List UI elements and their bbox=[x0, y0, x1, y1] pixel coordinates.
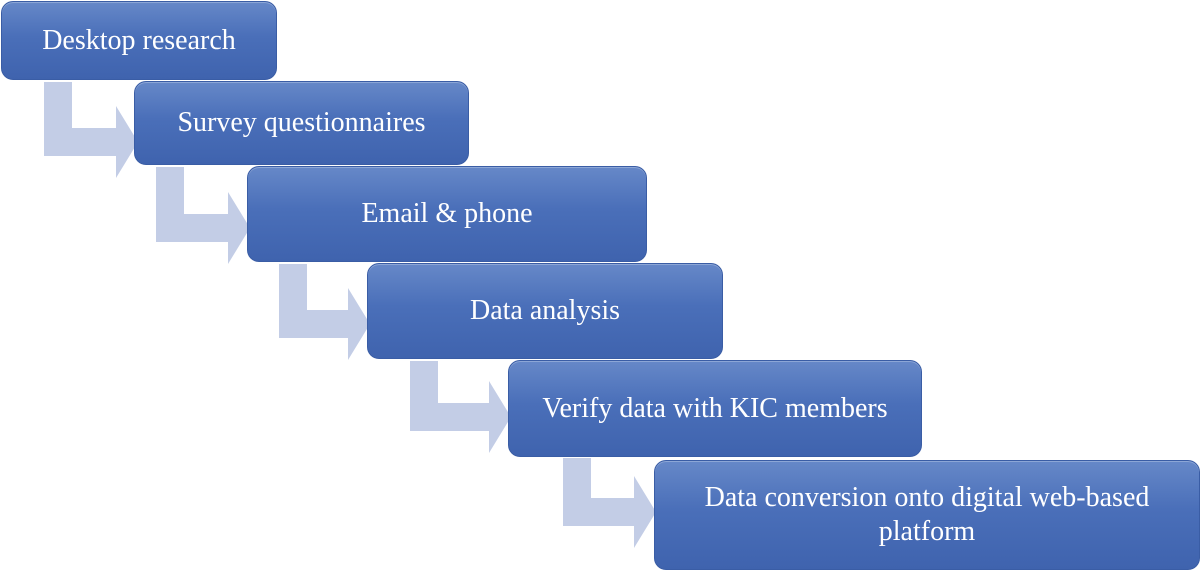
arrow-3 bbox=[279, 264, 370, 360]
arrow-4 bbox=[410, 361, 511, 453]
arrow-5 bbox=[563, 458, 656, 548]
arrow-2 bbox=[156, 167, 250, 264]
step-label: Survey questionnaires bbox=[177, 107, 426, 138]
step-verify-data: Verify data with KIC members bbox=[508, 360, 922, 457]
step-label: Email & phone bbox=[361, 198, 533, 229]
step-label: Desktop research bbox=[42, 24, 236, 56]
arrow-1 bbox=[44, 82, 138, 178]
step-data-analysis: Data analysis bbox=[367, 263, 723, 359]
step-label: Data conversion onto digital web-based p… bbox=[704, 482, 1150, 547]
step-desktop-research: Desktop research bbox=[1, 1, 277, 80]
step-data-conversion: Data conversion onto digital web-based p… bbox=[654, 460, 1200, 570]
step-label: Data analysis bbox=[469, 295, 621, 326]
step-survey-questionnaires: Survey questionnaires bbox=[134, 81, 469, 165]
step-label: Verify data with KIC members bbox=[542, 392, 888, 424]
step-email-phone: Email & phone bbox=[247, 166, 647, 262]
